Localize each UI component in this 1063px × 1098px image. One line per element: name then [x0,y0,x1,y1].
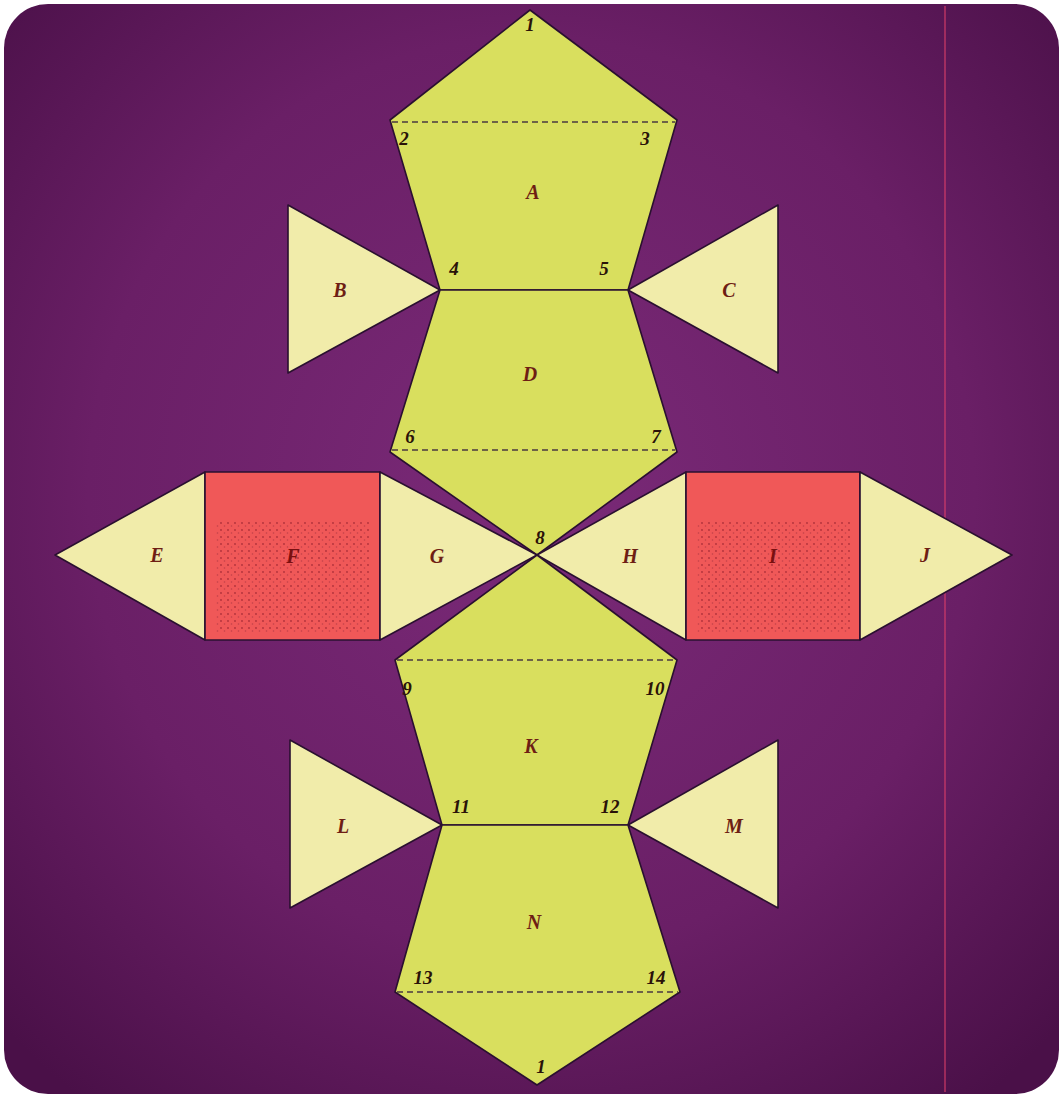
face-letter: J [920,545,930,565]
face-outline [288,205,440,373]
stipple [215,520,370,632]
face-outline [628,205,778,373]
face-fill [205,472,380,640]
vertex-number: 11 [452,797,470,816]
vertex-number: 9 [402,679,412,698]
triangle-face: E [55,472,205,640]
vertex-number: 4 [449,259,459,278]
face-letter: A [526,182,539,202]
vertex-number: 12 [601,797,620,816]
face-letter: D [523,364,537,384]
square-face: F [205,472,380,640]
face-outline [395,555,677,825]
face-outline [290,740,442,908]
face-fill [55,472,205,640]
fold-line [392,449,675,451]
face-fill [290,740,442,908]
face-fill [686,472,860,640]
face-fill [390,10,677,290]
face-letter: C [722,280,735,300]
pentagon-face: K [395,555,677,825]
vertex-number: 13 [414,968,433,987]
fold-line [392,121,675,123]
triangle-face: M [628,740,778,908]
vertex-number: 10 [646,679,665,698]
face-letter: E [150,545,163,565]
vertex-number: 2 [399,129,409,148]
face-letter: K [524,736,537,756]
face-fill [395,825,680,1085]
face-letter: H [622,546,638,566]
pentagon-face: N [395,825,680,1085]
vertex-number: 8 [535,528,545,547]
triangle-face: C [628,205,778,373]
triangle-face: B [288,205,440,373]
face-letter: I [769,546,777,566]
face-outline [55,472,205,640]
face-fill [288,205,440,373]
face-letter: B [333,280,346,300]
vertex-number: 1 [536,1057,546,1076]
purple-ground [4,4,1059,1094]
face-letter: N [527,912,541,932]
fold-line [397,991,678,993]
square-face: I [686,472,860,640]
vertex-number: 5 [599,259,609,278]
vertex-number: 1 [525,15,535,34]
face-fill [395,555,677,825]
face-outline [860,472,1012,640]
face-letter: L [337,816,349,836]
pentagon-face: A [390,10,677,290]
vertex-number: 6 [405,427,415,446]
face-letter: M [725,816,743,836]
stipple [696,520,850,632]
vertex-number: 14 [647,968,666,987]
face-fill [628,740,778,908]
face-fill [628,205,778,373]
face-fill [860,472,1012,640]
triangle-face: L [290,740,442,908]
fold-line [397,659,675,661]
face-letter: G [430,546,444,566]
triangle-face: J [860,472,1012,640]
face-outline [390,10,677,290]
face-outline [395,825,680,1085]
vertex-number: 7 [651,427,661,446]
vertex-number: 3 [640,129,650,148]
face-outline [628,740,778,908]
face-letter: F [286,546,299,566]
